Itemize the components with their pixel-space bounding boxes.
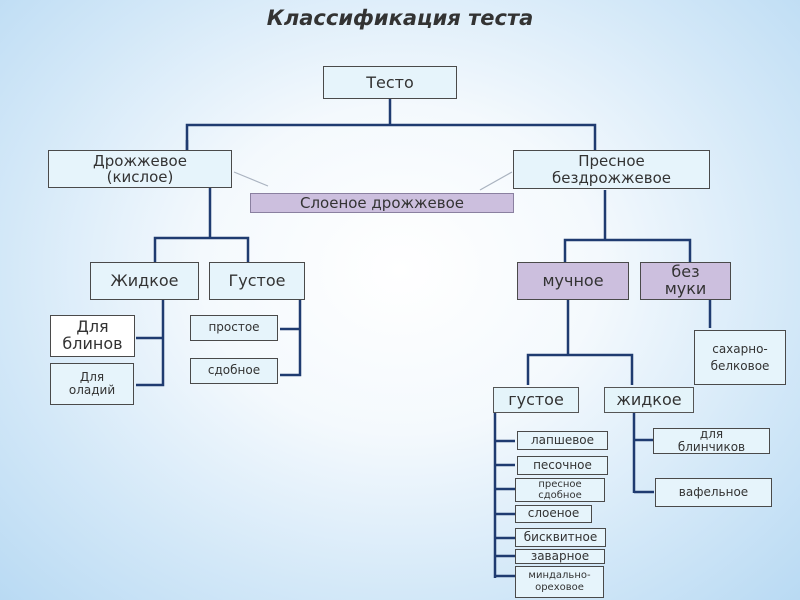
node-dough: Тесто — [323, 66, 457, 99]
node-sugar-protein-line1: сахарно- — [712, 341, 768, 356]
node-puff: слоеное — [515, 505, 592, 523]
node-thick-flour: густое — [493, 387, 579, 413]
node-noodle-label: лапшевое — [530, 432, 595, 447]
page-title: Классификация теста — [266, 6, 534, 30]
node-sugar-protein: сахарно- белковое — [694, 330, 786, 385]
node-shortcrust-label: песочное — [533, 457, 592, 472]
node-for-pancakes-line2: блинов — [62, 334, 123, 353]
node-no-flour: без муки — [640, 262, 731, 300]
node-yeast-line2: (кислое) — [106, 168, 174, 186]
node-unleavened-rich: пресное сдобное — [515, 478, 605, 502]
node-thick: Густое — [209, 262, 305, 300]
node-shortcrust: песочное — [517, 456, 608, 475]
node-yeast-dough: Дрожжевое (кислое) — [48, 150, 232, 188]
node-for-fritters-line1: Для — [79, 369, 105, 384]
node-thin-pancakes-line1: для — [699, 428, 724, 441]
node-for-fritters: Для оладий — [50, 363, 134, 405]
node-noodle: лапшевое — [517, 431, 608, 450]
node-sponge-label: бисквитное — [523, 529, 598, 544]
node-for-pancakes: Для блинов — [50, 315, 135, 357]
node-no-flour-line2: муки — [664, 279, 707, 298]
node-thick-flour-label: густое — [508, 390, 564, 410]
node-thin-pancakes-line2: блинчиков — [677, 440, 746, 454]
node-wafer: вафельное — [655, 478, 772, 507]
node-simple: простое — [190, 315, 278, 341]
node-no-flour-line1: без — [671, 262, 700, 282]
node-unleavened-dough: Пресное бездрожжевое — [513, 150, 710, 189]
node-choux-label: заварное — [530, 548, 590, 563]
node-rich: сдобное — [190, 358, 278, 384]
node-for-pancakes-line1: Для — [76, 317, 109, 337]
node-sugar-protein-line2: белковое — [710, 358, 770, 373]
node-almond-nut-label: миндально-ореховое — [528, 570, 591, 593]
node-simple-label: простое — [208, 320, 260, 335]
node-unleavened-line1: Пресное — [578, 152, 645, 170]
node-dough-label: Тесто — [366, 72, 414, 92]
node-puff-label: слоеное — [527, 506, 580, 521]
node-rich-label: сдобное — [207, 363, 261, 378]
node-thick-label: Густое — [228, 271, 286, 291]
node-unleavened-rich-label: пресное сдобное — [538, 478, 582, 502]
node-sponge: бисквитное — [515, 528, 606, 547]
node-choux: заварное — [515, 549, 605, 564]
node-yeast-line1: Дрожжевое — [93, 151, 187, 170]
node-for-fritters-line2: оладий — [68, 383, 116, 397]
node-flour: мучное — [517, 262, 629, 300]
node-wafer-label: вафельное — [678, 484, 749, 499]
node-flour-label: мучное — [542, 271, 604, 291]
node-almond-nut: миндально-ореховое — [515, 566, 604, 598]
node-liquid-flour: жидкое — [604, 387, 694, 413]
node-liquid-flour-label: жидкое — [616, 390, 682, 410]
node-unleavened-line2: бездрожжевое — [551, 168, 672, 187]
node-for-thin-pancakes: для блинчиков — [653, 428, 770, 454]
node-liquid-label: Жидкое — [110, 271, 179, 291]
node-liquid: Жидкое — [90, 262, 199, 300]
node-puff-yeast-label: Слоеное дрожжевое — [299, 193, 465, 212]
node-puff-yeast: Слоеное дрожжевое — [250, 193, 514, 213]
